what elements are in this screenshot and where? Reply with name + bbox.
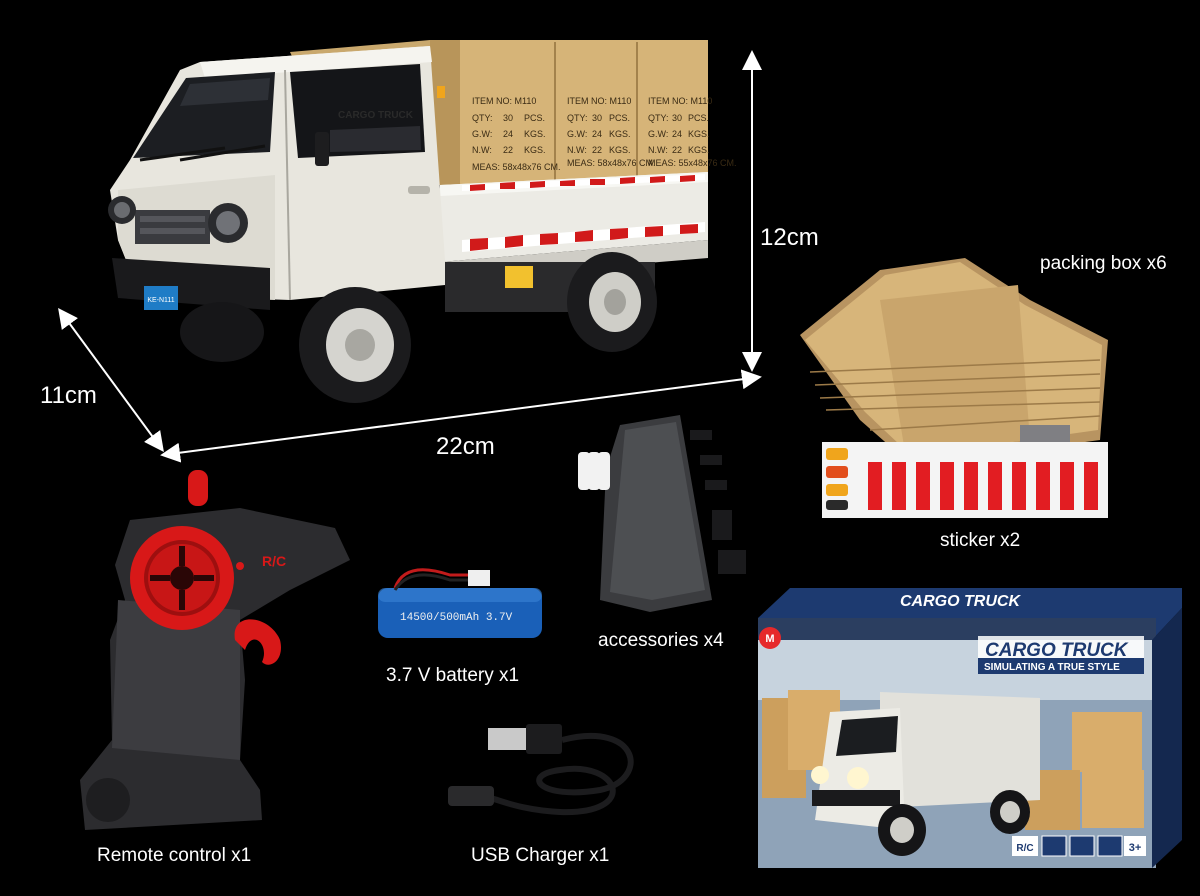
product-box: CARGO TRUCK SIMULATING A TRUE STYLE CARG… [758,588,1182,868]
white-caps [578,452,610,490]
steering-wheel [130,526,234,630]
usb-plug [488,728,528,750]
crate-label-1: ITEM NO: M110 QTY: 30 PCS. G.W: 24 KGS. … [472,96,561,172]
far-front-wheel [180,302,264,362]
packing-boxes [800,258,1108,473]
crate-label-3: ITEM NO: M110 QTY: 30 PCS. G.W: 24 KGS. … [648,96,737,168]
accessories-caption: accessories x4 [598,630,724,651]
svg-text:KGS.: KGS. [609,145,631,155]
door-handle [408,186,430,194]
battery-connector [468,570,490,586]
usb-caption: USB Charger x1 [471,845,610,866]
usb-charger [448,724,634,816]
cargo-truck: ITEM NO: M110 QTY: 30 PCS. G.W: 24 KGS. … [108,40,737,403]
svg-text:MEAS: 55x48x76 CM.: MEAS: 55x48x76 CM. [648,158,737,168]
svg-text:MEAS: 58x48x76 CM.: MEAS: 58x48x76 CM. [472,162,561,172]
dimension-arrows [58,50,762,463]
svg-text:G.W:: G.W: [472,129,492,139]
svg-text:ITEM NO: M110: ITEM NO: M110 [567,96,631,106]
trigger [234,619,281,665]
svg-text:N.W:: N.W: [567,145,587,155]
svg-text:24: 24 [592,129,602,139]
front-wheel [299,287,411,403]
packing-box-caption: packing box x6 [1040,253,1167,274]
svg-text:3+: 3+ [1129,842,1142,854]
svg-text:24: 24 [503,129,513,139]
length-arrow [160,369,762,463]
svg-text:MEAS: 58x48x76 CM.: MEAS: 58x48x76 CM. [567,158,656,168]
svg-text:30: 30 [503,113,513,123]
svg-text:KGS.: KGS. [688,145,710,155]
height-label: 12cm [760,224,819,251]
svg-text:QTY:: QTY: [472,113,493,123]
battery: 14500/500mAh 3.7V [378,568,542,638]
box-title: CARGO TRUCK [985,640,1129,661]
remote-control: R/C [80,470,350,830]
svg-text:N.W:: N.W: [472,145,492,155]
side-mirror [315,132,329,166]
box-truck-image [811,692,1040,856]
battery-label: 14500/500mAh 3.7V [400,612,513,624]
svg-text:QTY:: QTY: [648,113,669,123]
svg-text:KGS.: KGS. [688,129,710,139]
sticker-caption: sticker x2 [940,530,1021,551]
svg-text:G.W:: G.W: [648,129,668,139]
svg-text:QTY:: QTY: [567,113,588,123]
battery-cover [86,778,130,822]
svg-text:M: M [765,633,774,645]
svg-text:KE-N111: KE-N111 [147,297,174,304]
usb-connector [448,786,494,806]
cab-text: CARGO TRUCK [338,110,414,121]
svg-text:PCS.: PCS. [688,113,709,123]
antenna [188,470,208,506]
length-label: 22cm [436,433,495,460]
svg-text:24: 24 [672,129,682,139]
svg-text:30: 30 [672,113,682,123]
crate-label-2: ITEM NO: M110 QTY: 30 PCS. G.W: 24 KGS. … [567,96,656,168]
rear-wheel [567,252,657,352]
badge-age [1124,836,1146,856]
grille [135,210,210,244]
svg-text:KGS.: KGS. [524,145,546,155]
badge-rc [1012,836,1038,856]
battery-caption: 3.7 V battery x1 [386,665,520,686]
reflector-stripe-bottom [462,222,705,252]
svg-text:ITEM NO: M110: ITEM NO: M110 [648,96,712,106]
license-plate [144,286,178,310]
svg-text:KGS.: KGS. [524,129,546,139]
accessories-bag [578,415,746,612]
svg-text:KGS.: KGS. [609,129,631,139]
width-label: 11cm [40,382,97,409]
svg-text:22: 22 [503,145,513,155]
reflector-stripe-top [462,174,705,191]
svg-text:30: 30 [592,113,602,123]
svg-text:R/C: R/C [1016,843,1033,854]
remote-caption: Remote control x1 [97,845,252,866]
sticker-sheets [822,442,1108,518]
svg-text:PCS.: PCS. [609,113,630,123]
width-arrow [58,307,164,453]
truck-cab: KE-N111 CARGO TRUCK [108,46,445,310]
svg-text:22: 22 [672,145,682,155]
remote-brand: R/C [262,553,286,569]
svg-text:G.W:: G.W: [567,129,587,139]
svg-text:PCS.: PCS. [524,113,545,123]
box-top-title: CARGO TRUCK [900,593,1021,610]
svg-text:N.W:: N.W: [648,145,668,155]
brand-logo [759,627,781,649]
crate-item: ITEM NO: M110 [472,96,536,106]
box-subtitle: SIMULATING A TRUE STYLE [984,662,1120,673]
svg-text:22: 22 [592,145,602,155]
